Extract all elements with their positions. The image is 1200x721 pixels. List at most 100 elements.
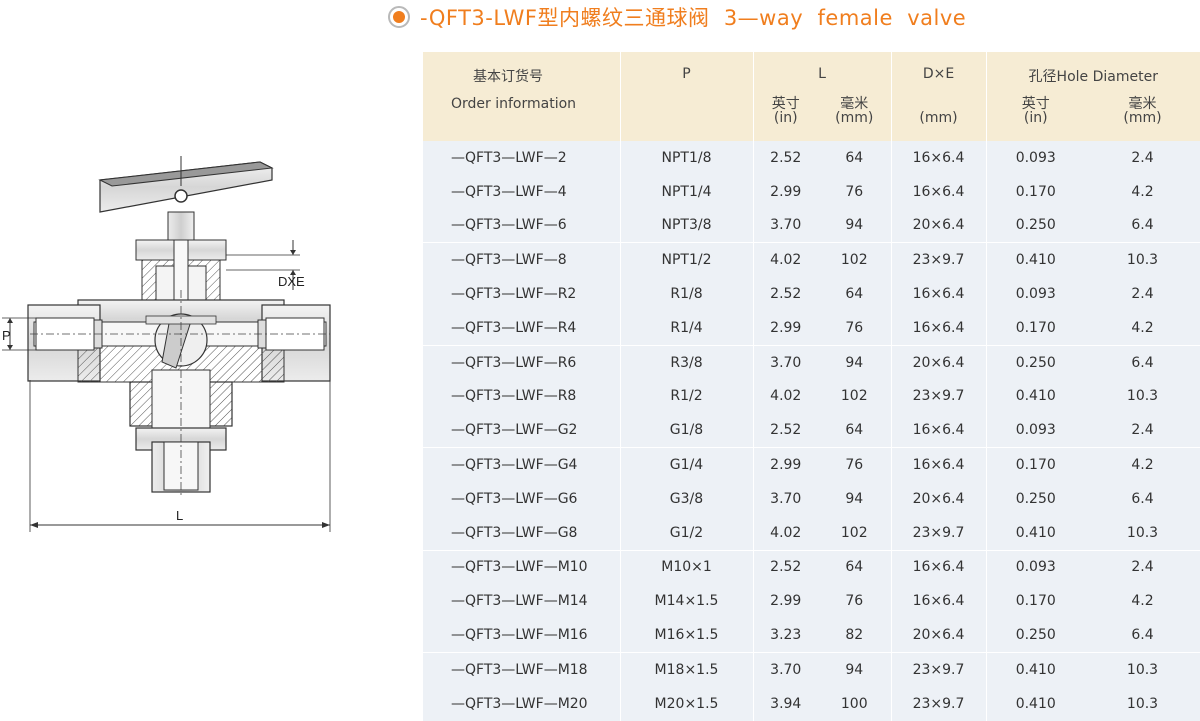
hole-inch-cell: 0.093 <box>986 550 1085 584</box>
dxe-cell: 23×9.7 <box>891 652 986 686</box>
l-mm-cell: 76 <box>818 311 891 345</box>
hole-mm-cell: 4.2 <box>1085 448 1200 482</box>
valve-drawing: DXE P <box>0 140 345 540</box>
dxe-cell: 16×6.4 <box>891 584 986 618</box>
title-row: -QFT3-LWF型内螺纹三通球阀 3—way female valve <box>388 2 966 32</box>
hole-mm-cell: 4.2 <box>1085 584 1200 618</box>
dxe-cell: 20×6.4 <box>891 209 986 243</box>
order-cell: —QFT3—LWF—6 <box>423 209 620 243</box>
header-hole-mm: 毫米(mm) <box>1085 95 1200 141</box>
header-l-label: L <box>754 52 891 82</box>
l-mm-cell: 102 <box>818 243 891 277</box>
l-mm-cell: 76 <box>818 584 891 618</box>
hole-mm-cell: 6.4 <box>1085 209 1200 243</box>
dim-l-label: L <box>176 508 183 523</box>
l-mm-cell: 76 <box>818 448 891 482</box>
hole-mm-cell: 2.4 <box>1085 141 1200 175</box>
header-dxe-unit: (mm) <box>892 82 986 126</box>
order-cell: —QFT3—LWF—M16 <box>423 618 620 652</box>
p-cell: NPT3/8 <box>620 209 753 243</box>
p-cell: M18×1.5 <box>620 652 753 686</box>
order-cell: —QFT3—LWF—G2 <box>423 413 620 447</box>
header-hole-mm-unit: (mm) <box>1123 110 1161 126</box>
l-mm-cell: 102 <box>818 380 891 414</box>
dxe-cell: 16×6.4 <box>891 448 986 482</box>
dxe-cell: 20×6.4 <box>891 618 986 652</box>
header-p: P <box>620 52 753 141</box>
p-cell: M16×1.5 <box>620 618 753 652</box>
hole-mm-cell: 4.2 <box>1085 175 1200 209</box>
order-cell: —QFT3—LWF—M18 <box>423 652 620 686</box>
l-mm-cell: 100 <box>818 687 891 721</box>
dxe-cell: 20×6.4 <box>891 482 986 516</box>
l-inch-cell: 2.52 <box>753 277 818 311</box>
order-cell: —QFT3—LWF—G6 <box>423 482 620 516</box>
header-l-inch: 英寸(in) <box>753 95 818 141</box>
l-mm-cell: 94 <box>818 209 891 243</box>
order-cell: —QFT3—LWF—M10 <box>423 550 620 584</box>
dxe-cell: 23×9.7 <box>891 687 986 721</box>
header-dxe: D×E (mm) <box>891 52 986 141</box>
bullet-icon <box>388 6 410 28</box>
hole-mm-cell: 6.4 <box>1085 345 1200 379</box>
l-inch-cell: 2.52 <box>753 413 818 447</box>
hole-mm-cell: 2.4 <box>1085 550 1200 584</box>
order-cell: —QFT3—LWF—M14 <box>423 584 620 618</box>
p-cell: R1/2 <box>620 380 753 414</box>
order-cell: —QFT3—LWF—4 <box>423 175 620 209</box>
header-hole: 孔径Hole Diameter <box>986 52 1200 95</box>
order-cell: —QFT3—LWF—2 <box>423 141 620 175</box>
dxe-cell: 23×9.7 <box>891 380 986 414</box>
hole-inch-cell: 0.250 <box>986 345 1085 379</box>
order-cell: —QFT3—LWF—G4 <box>423 448 620 482</box>
dxe-cell: 16×6.4 <box>891 550 986 584</box>
l-mm-cell: 94 <box>818 345 891 379</box>
header-order-cn: 基本订货号 <box>451 52 620 86</box>
order-cell: —QFT3—LWF—M20 <box>423 687 620 721</box>
header-order: 基本订货号 Order information <box>423 52 620 141</box>
dxe-cell: 16×6.4 <box>891 141 986 175</box>
l-inch-cell: 4.02 <box>753 516 818 550</box>
hole-mm-cell: 2.4 <box>1085 277 1200 311</box>
l-inch-cell: 4.02 <box>753 380 818 414</box>
dxe-cell: 20×6.4 <box>891 345 986 379</box>
handle <box>100 156 272 212</box>
l-inch-cell: 3.70 <box>753 345 818 379</box>
hole-mm-cell: 10.3 <box>1085 516 1200 550</box>
order-cell: —QFT3—LWF—R2 <box>423 277 620 311</box>
l-inch-cell: 2.99 <box>753 448 818 482</box>
dxe-cell: 16×6.4 <box>891 277 986 311</box>
hole-inch-cell: 0.170 <box>986 584 1085 618</box>
hole-inch-cell: 0.250 <box>986 482 1085 516</box>
hole-inch-cell: 0.093 <box>986 413 1085 447</box>
l-mm-cell: 64 <box>818 550 891 584</box>
p-cell: R1/8 <box>620 277 753 311</box>
l-mm-cell: 64 <box>818 413 891 447</box>
hole-inch-cell: 0.093 <box>986 141 1085 175</box>
p-cell: R3/8 <box>620 345 753 379</box>
dxe-cell: 23×9.7 <box>891 243 986 277</box>
header-hole-inch-unit: (in) <box>1024 110 1048 126</box>
p-cell: G1/8 <box>620 413 753 447</box>
hole-mm-cell: 4.2 <box>1085 311 1200 345</box>
l-inch-cell: 3.70 <box>753 482 818 516</box>
dxe-cell: 16×6.4 <box>891 175 986 209</box>
p-cell: M20×1.5 <box>620 687 753 721</box>
l-inch-cell: 2.52 <box>753 550 818 584</box>
header-hole-inch: 英寸(in) <box>986 95 1085 141</box>
header-l-mm: 毫米(mm) <box>818 95 891 141</box>
order-cell: —QFT3—LWF—R4 <box>423 311 620 345</box>
hole-inch-cell: 0.170 <box>986 448 1085 482</box>
p-cell: G3/8 <box>620 482 753 516</box>
order-cell: —QFT3—LWF—R6 <box>423 345 620 379</box>
hole-mm-cell: 2.4 <box>1085 413 1200 447</box>
